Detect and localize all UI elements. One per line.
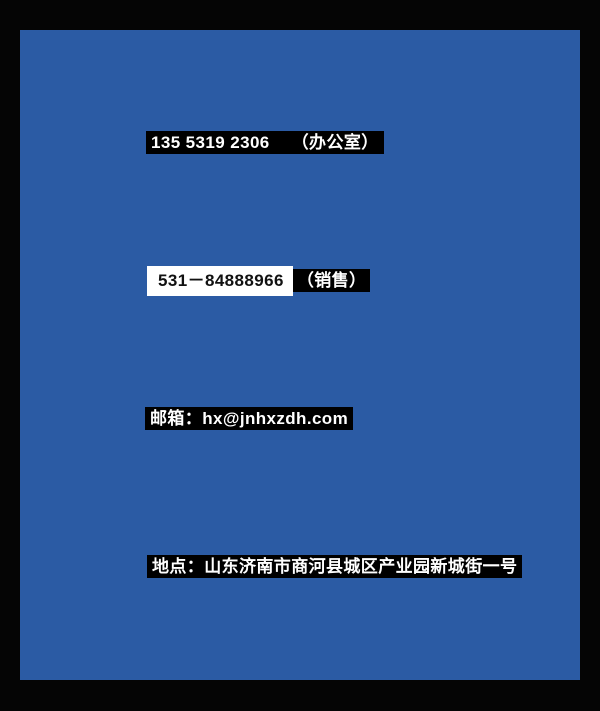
email-line: 邮箱：hx@jnhxzdh.com — [145, 407, 354, 430]
sales-phone-number: 531－84888966 — [158, 271, 284, 290]
office-phone-number: 135 5319 2306 — [151, 133, 270, 152]
address-line: 地点：山东济南市商河县城区产业园新城街一号 — [147, 555, 523, 578]
sales-phone-label: （销售） — [292, 269, 371, 292]
address-highlight: 地点：山东济南市商河县城区产业园新城街一号 — [147, 555, 523, 578]
address-value: 山东济南市商河县城区产业园新城街一号 — [204, 557, 518, 576]
email-highlight: 邮箱：hx@jnhxzdh.com — [145, 407, 354, 430]
address-label: 地点： — [152, 557, 205, 576]
sales-phone-box: 531－84888966 — [147, 266, 293, 296]
office-phone-line: 135 5319 2306 （办公室） — [146, 131, 384, 154]
page-background: 135 5319 2306 （办公室） 531－84888966 （销售） 邮箱：h… — [20, 30, 580, 680]
email-label: 邮箱： — [150, 409, 203, 428]
office-phone-highlight: 135 5319 2306 （办公室） — [146, 131, 384, 154]
sales-phone-line: 531－84888966 （销售） — [147, 266, 371, 296]
email-value: hx@jnhxzdh.com — [202, 409, 349, 428]
office-phone-label: （办公室） — [291, 133, 379, 152]
